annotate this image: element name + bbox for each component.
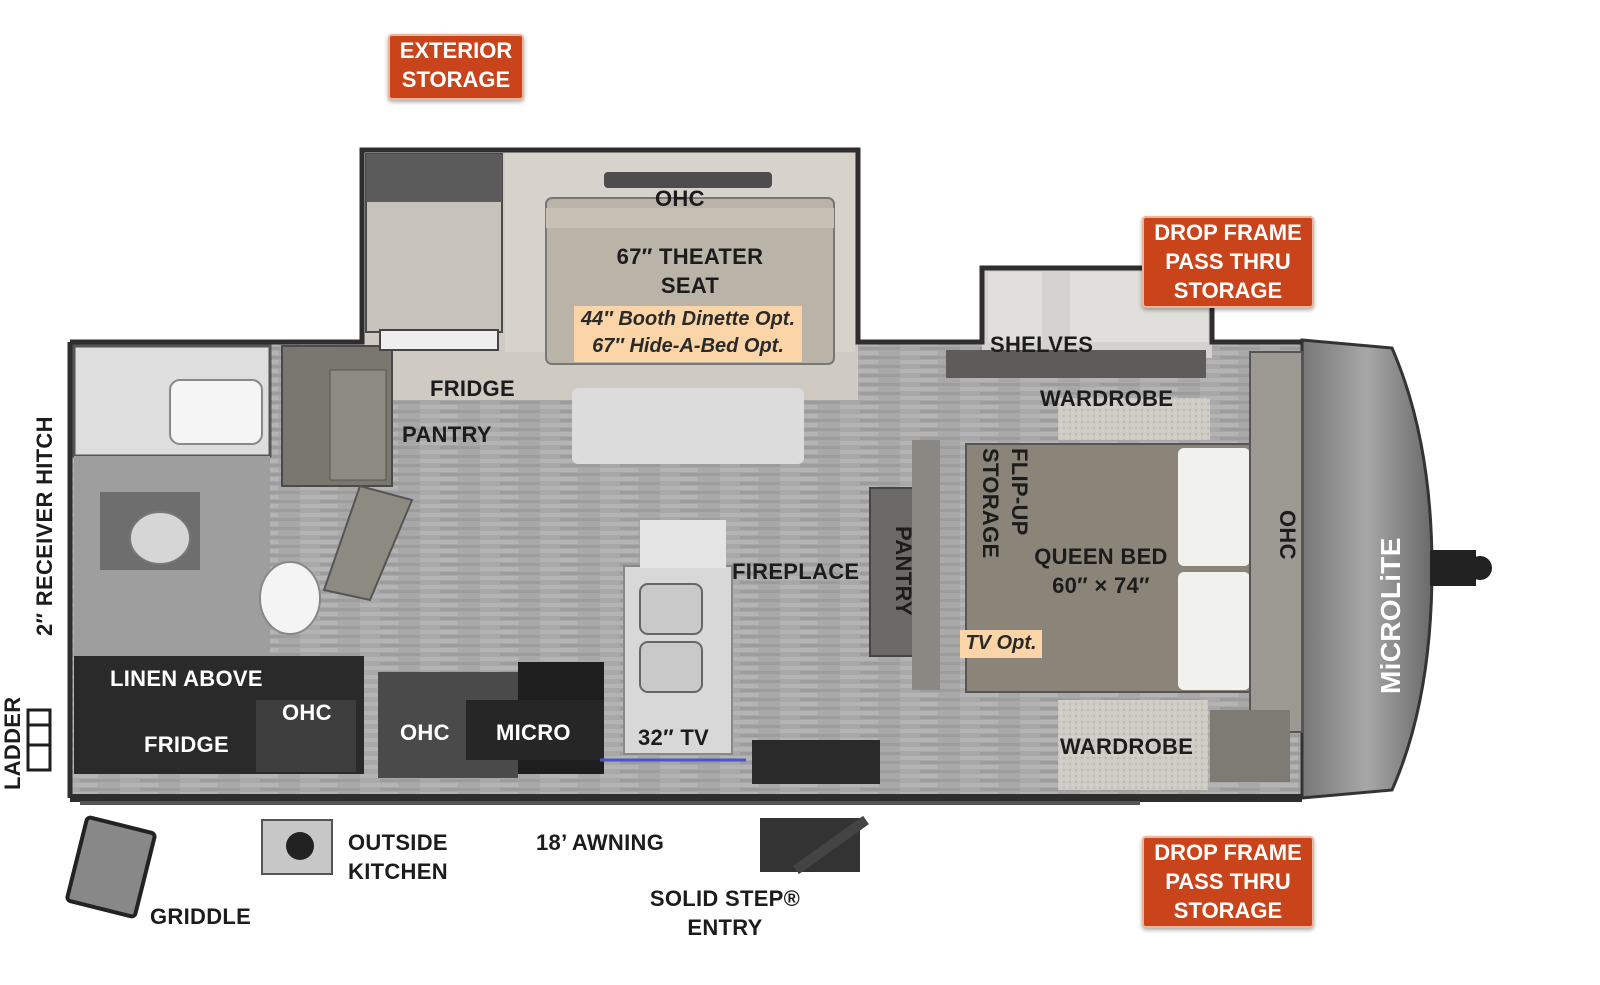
label-line: SEAT (660, 273, 720, 298)
queen-bed-label: QUEEN BED 60″ × 74″ (1026, 542, 1176, 600)
fridge-label: FRIDGE (430, 376, 515, 401)
callout-line: DROP FRAME (1154, 840, 1302, 865)
label-line: QUEEN BED (1034, 544, 1168, 569)
brand-logo: MiCROLiTE (1375, 537, 1406, 694)
drop-frame-storage-callout-top: DROP FRAME PASS THRU STORAGE (1142, 216, 1314, 308)
callout-line: PASS THRU (1165, 249, 1291, 274)
option-line: 67″ Hide-A-Bed Opt. (592, 335, 784, 357)
griddle-label: GRIDDLE (150, 904, 252, 929)
ohc-slide-label: OHC (655, 186, 705, 211)
ohc-kitchen-label: OHC (400, 720, 450, 745)
callout-line: STORAGE (1173, 898, 1283, 923)
wardrobe-bottom-label: WARDROBE (1060, 734, 1194, 759)
pantry-label: PANTRY (402, 422, 492, 447)
label-line: KITCHEN (348, 859, 448, 884)
fridge-bath-label: FRIDGE (144, 732, 229, 757)
fireplace-label: FIREPLACE (732, 559, 860, 584)
label-line: ENTRY (687, 915, 763, 940)
ohc-bath-label: OHC (282, 700, 332, 725)
wardrobe-top-label: WARDROBE (1040, 386, 1174, 411)
entry-step-label: SOLID STEP® ENTRY (640, 884, 810, 942)
label-line: 67″ THEATER (616, 244, 764, 269)
label-line: SOLID STEP® (649, 886, 801, 911)
awning-label: 18’ AWNING (536, 830, 665, 855)
outside-kitchen-label: OUTSIDE KITCHEN (348, 828, 448, 886)
dinette-option-label: 44″ Booth Dinette Opt. 67″ Hide-A-Bed Op… (574, 306, 802, 362)
receiver-hitch-label: 2″ RECEIVER HITCH (32, 416, 57, 636)
exterior-storage-callout: EXTERIOR STORAGE (388, 34, 524, 100)
tv-option-label: TV Opt. (960, 630, 1042, 658)
tv-32-label: 32″ TV (638, 725, 710, 750)
shelves-label: SHELVES (990, 332, 1094, 357)
option-line: 44″ Booth Dinette Opt. (580, 308, 796, 330)
callout-line: PASS THRU (1165, 869, 1291, 894)
ohc-front-label: OHC (1275, 510, 1300, 560)
callout-line: STORAGE (401, 67, 511, 92)
exterior-features (26, 708, 1140, 919)
bedroom (869, 272, 1303, 790)
kitchen (281, 345, 880, 784)
slide-out (365, 153, 835, 365)
pantry-bedroom-label: PANTRY (891, 526, 916, 616)
drop-frame-storage-callout-bottom: DROP FRAME PASS THRU STORAGE (1142, 836, 1314, 928)
linen-above-label: LINEN ABOVE (110, 666, 263, 691)
label-line: OUTSIDE (348, 830, 448, 855)
bathroom (72, 344, 364, 774)
microwave-label: MICRO (496, 720, 571, 745)
ladder-label: LADDER (0, 696, 25, 790)
callout-line: STORAGE (1173, 278, 1283, 303)
theater-seat-label: 67″ THEATER SEAT (600, 242, 780, 300)
callout-line: EXTERIOR (399, 38, 513, 63)
label-line: 60″ × 74″ (1052, 573, 1150, 598)
label-line: STORAGE (978, 448, 1003, 559)
callout-line: DROP FRAME (1154, 220, 1302, 245)
